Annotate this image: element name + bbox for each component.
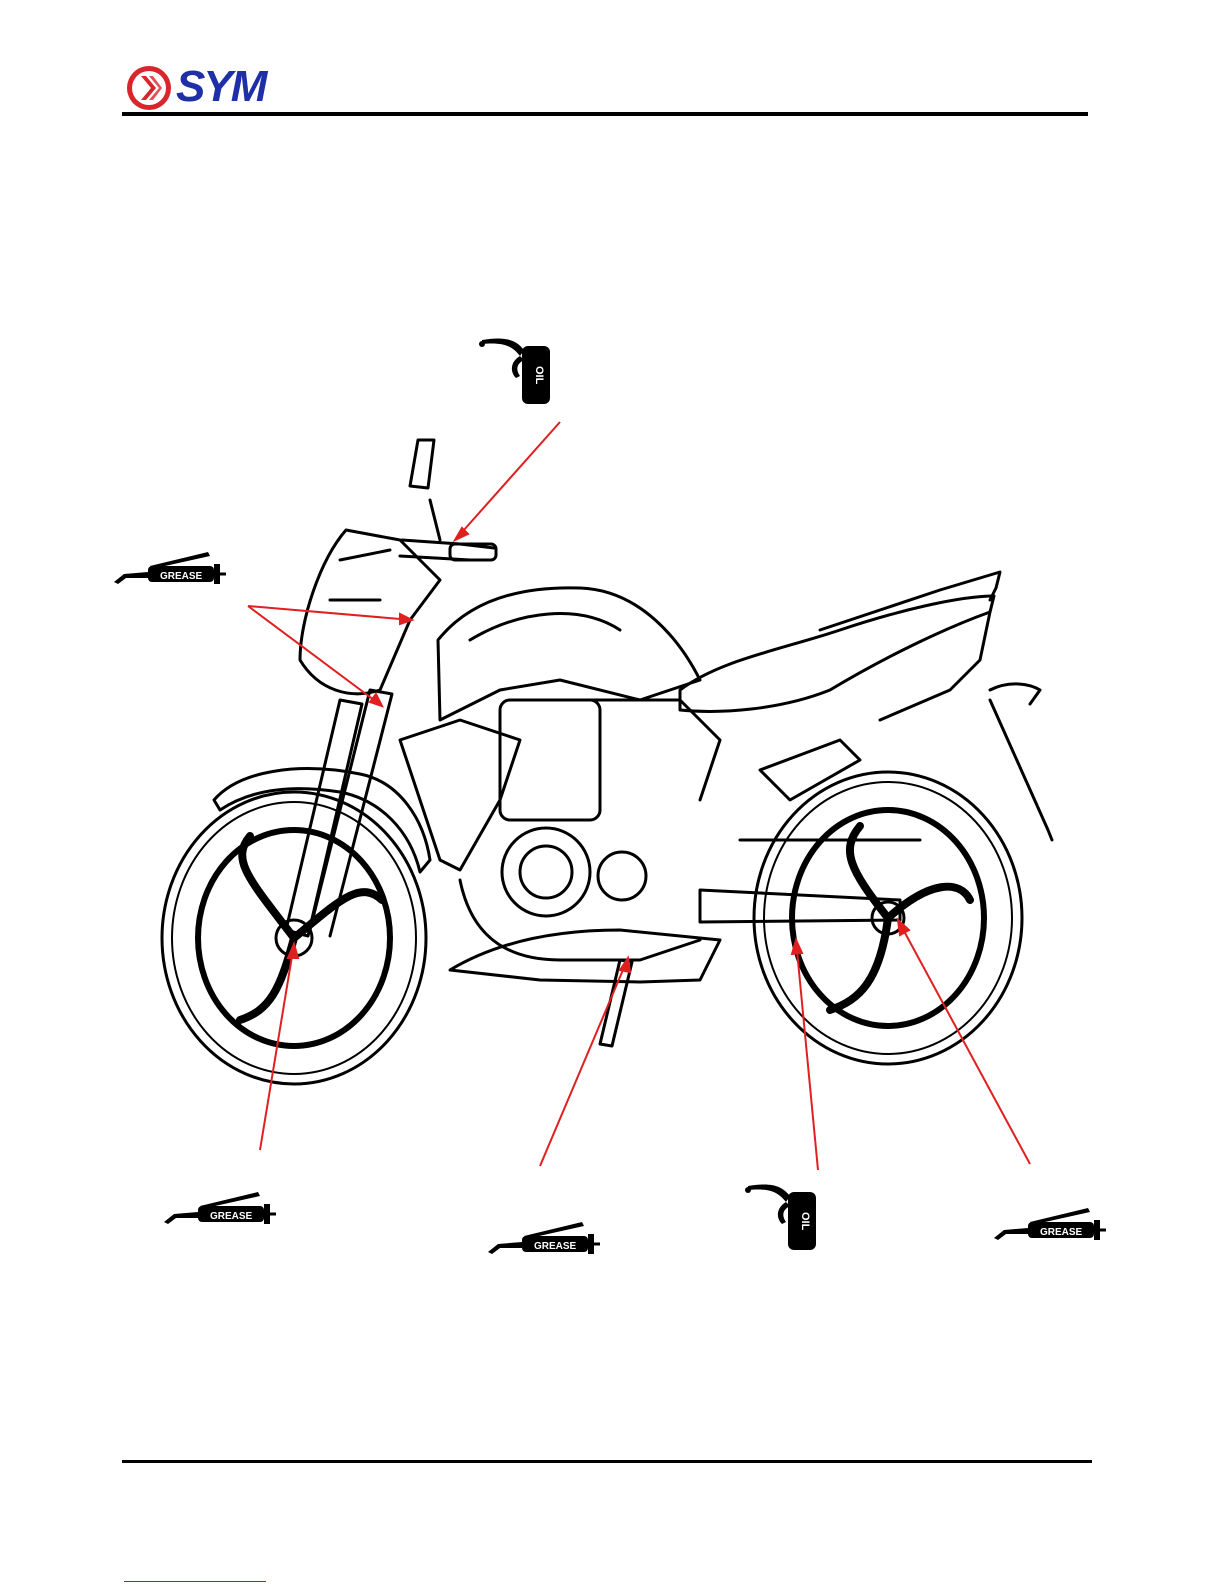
grease-gun-icon: GREASE	[164, 1192, 276, 1224]
oil-can-icon: OIL	[745, 1184, 816, 1250]
footer-rule	[122, 1460, 1092, 1463]
leader-oil-throttle	[455, 422, 560, 540]
leader-grease-side-stand	[540, 958, 628, 1166]
grease-gun-icon: GREASE	[994, 1208, 1106, 1240]
engine	[460, 700, 700, 960]
grease-label: GREASE	[534, 1241, 577, 1252]
grease-label: GREASE	[1040, 1227, 1083, 1238]
seat	[680, 596, 994, 711]
leader-grease-steering-top	[248, 606, 412, 620]
side-panel	[400, 700, 720, 870]
grease-label: GREASE	[160, 571, 203, 582]
leader-grease-steering-bottom	[248, 606, 382, 706]
front-fender	[214, 769, 430, 872]
rear-wheel	[754, 772, 1022, 1064]
motorcycle-drawing	[162, 440, 1052, 1084]
grease-gun-icon: GREASE	[114, 552, 226, 584]
front-wheel	[162, 792, 426, 1084]
handlebar	[400, 440, 494, 560]
oil-label: OIL	[799, 1212, 811, 1231]
rear-hugger	[990, 684, 1052, 840]
arrowhead	[455, 528, 468, 540]
leader-grease-rear-wheel	[898, 920, 1030, 1164]
grease-gun-icon: GREASE	[488, 1222, 600, 1254]
oil-can-icon: OIL	[479, 338, 550, 404]
grease-label: GREASE	[210, 1211, 253, 1222]
arrowhead	[370, 694, 382, 706]
side-stand	[600, 960, 632, 1046]
oil-label: OIL	[533, 366, 545, 385]
footer-link-underline	[124, 1581, 266, 1583]
